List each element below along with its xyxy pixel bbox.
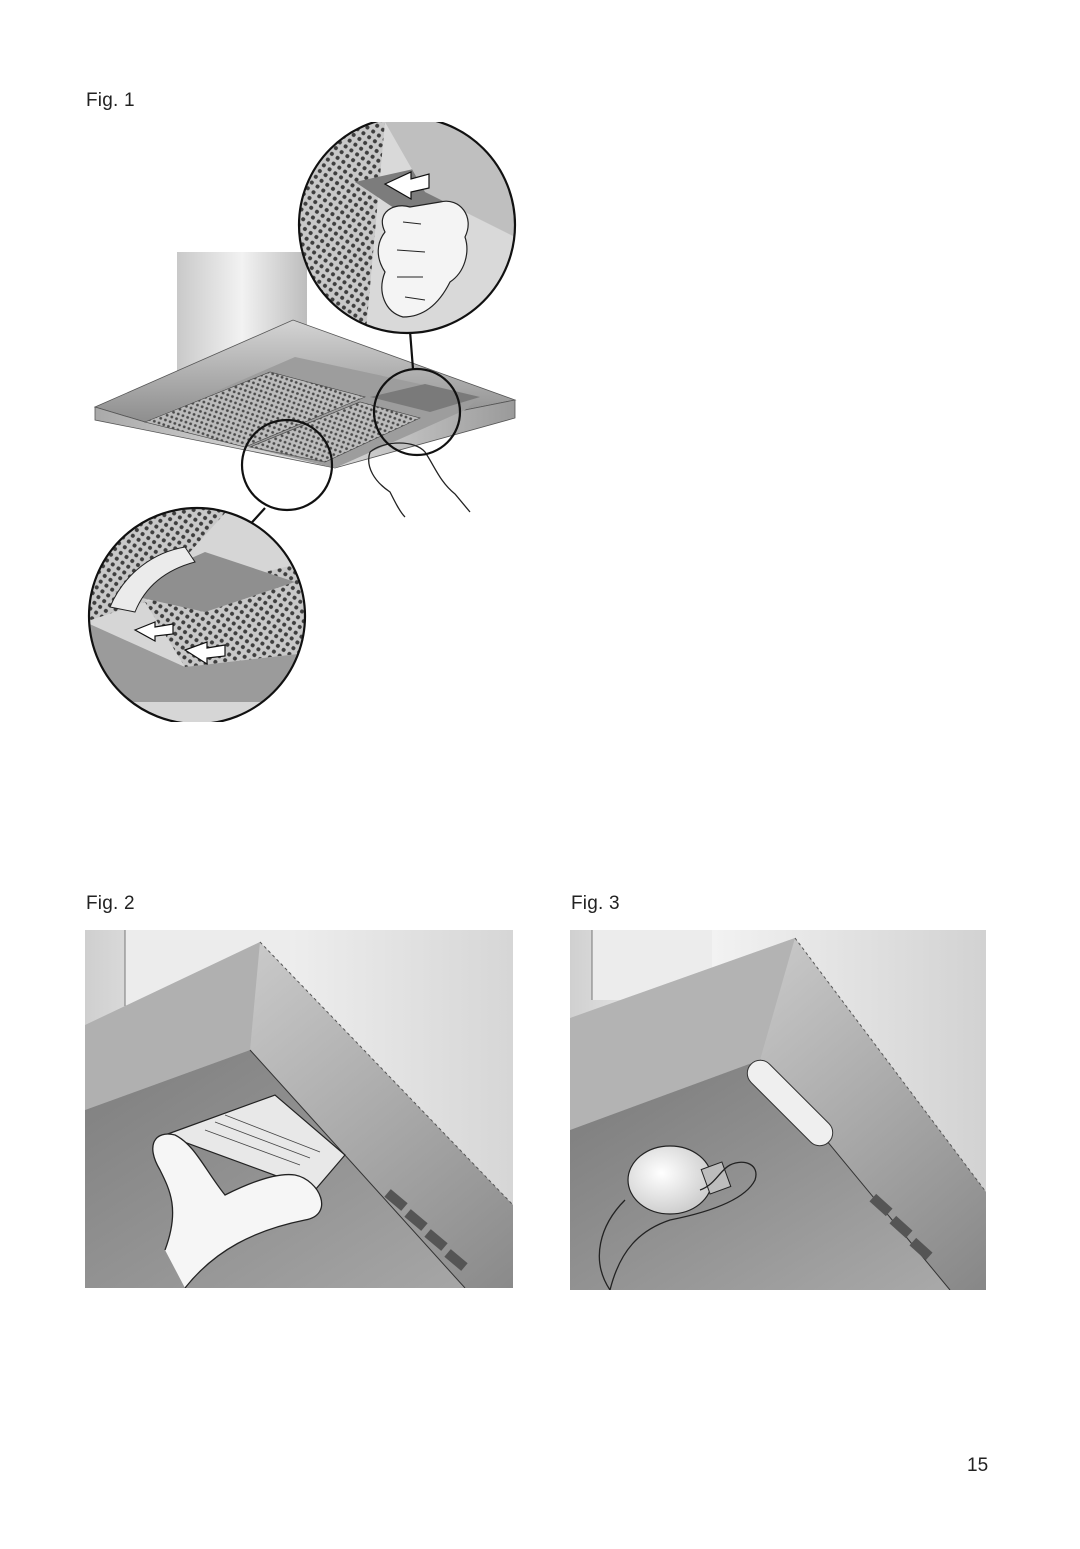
magnifier-marker-bottom — [240, 418, 334, 512]
grease-filter-right — [248, 401, 421, 463]
pull-arrow-top — [383, 171, 430, 201]
hood-side-panel — [570, 938, 795, 1130]
fig-1-label: Fig. 1 — [86, 90, 135, 111]
lamp-cover — [163, 1094, 346, 1191]
slide-arrow-upper — [133, 621, 174, 643]
grease-filter-left — [144, 371, 366, 448]
fig-1-illustration — [87, 122, 517, 722]
page-number: 15 — [967, 1455, 989, 1476]
hood-side-panel — [85, 942, 260, 1110]
hand-illustration — [152, 1133, 323, 1288]
magnifier-marker-top — [372, 367, 462, 457]
light-tube — [746, 1059, 834, 1147]
hood-underside — [570, 1060, 950, 1290]
hand-illustration — [598, 1161, 757, 1290]
fig-3-illustration — [570, 930, 986, 1290]
fig-3-label: Fig. 3 — [571, 893, 620, 914]
fig-2-illustration — [85, 930, 513, 1288]
detail-bottom-view — [89, 508, 305, 722]
detail-top-view — [299, 122, 515, 333]
vent-slots — [384, 1189, 468, 1271]
light-bulb — [627, 1145, 713, 1215]
vent-slots — [869, 1193, 933, 1261]
hand-illustration — [368, 442, 471, 518]
lamp-housing — [370, 384, 480, 412]
slide-arrow-lower — [183, 641, 226, 666]
fig-2-label: Fig. 2 — [86, 893, 135, 914]
